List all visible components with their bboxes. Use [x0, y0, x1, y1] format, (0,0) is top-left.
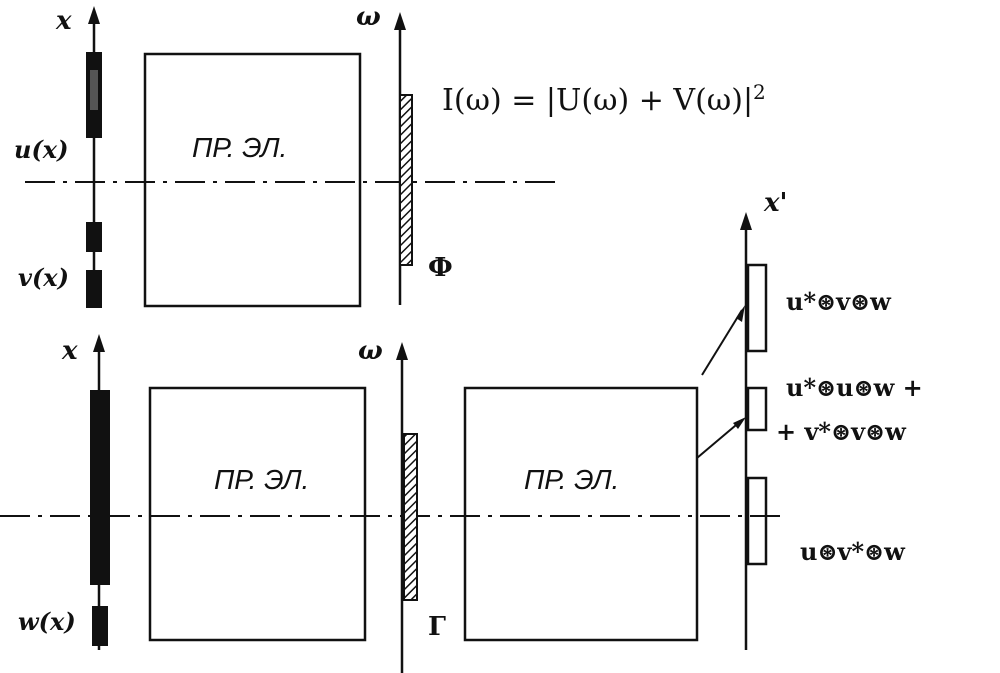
bottom-freq-axis-arrowhead [396, 342, 408, 360]
v-label: v(x) [18, 263, 69, 292]
output-segment-top [746, 263, 768, 353]
bottom-fourier-box-2 [463, 386, 699, 642]
pointer-line-middle [696, 419, 743, 459]
u-label: u(x) [14, 135, 69, 164]
bottom-omega-axis-label: ω [358, 336, 383, 366]
hologram-label: Г [428, 612, 446, 642]
pointer-line-top [701, 309, 743, 376]
output-axis-label: x' [764, 188, 788, 218]
bottom-input-transparency [90, 390, 110, 585]
v-transparency-lower [86, 270, 102, 308]
top-x-axis-label: x [56, 6, 72, 36]
output-term-3: u⊛v*⊛w [800, 537, 905, 566]
bottom-fourier-box-1 [148, 386, 367, 642]
pointer-arrowhead-middle [733, 417, 746, 429]
output-term-2-line-2: + v*⊛v⊛w [776, 417, 906, 446]
w-transparency [92, 606, 108, 646]
top-fourier-box [143, 52, 362, 308]
bottom-input-axis-arrowhead [93, 334, 105, 352]
bottom-x-axis-label: x [62, 336, 78, 366]
top-freq-axis-arrowhead [394, 12, 406, 30]
top-scheme [25, 6, 560, 308]
output-term-1: u*⊛v⊛w [786, 287, 891, 316]
hologram-strip [403, 433, 418, 601]
output-axis-arrowhead [740, 212, 752, 230]
w-label: w(x) [18, 607, 76, 636]
v-transparency-upper [86, 222, 102, 252]
top-input-axis-arrowhead [88, 6, 100, 24]
intensity-equation: I(ω) = |U(ω) + V(ω)|2 [442, 80, 766, 118]
bottom-box-1-label: ПР. ЭЛ. [214, 464, 310, 495]
bottom-scheme [0, 212, 785, 673]
pointer-arrowhead-top [736, 305, 745, 322]
u-transparency-gray [90, 70, 98, 110]
output-segment-middle [746, 386, 768, 432]
output-term-2-line-1: u*⊛u⊛w + [786, 373, 923, 402]
output-segment-bottom [746, 476, 768, 566]
top-omega-axis-label: ω [356, 2, 381, 32]
top-box-label: ПР. ЭЛ. [192, 132, 288, 163]
filter-phi-strip [399, 94, 413, 266]
bottom-box-2-label: ПР. ЭЛ. [524, 464, 620, 495]
filter-label: Ф [428, 253, 453, 283]
